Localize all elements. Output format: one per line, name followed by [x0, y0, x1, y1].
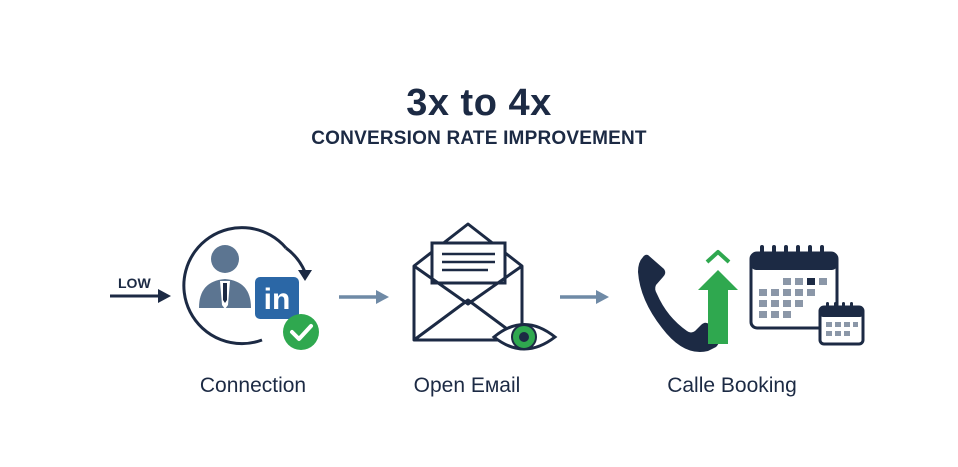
flow-arrow-2 — [560, 290, 609, 304]
linkedin-logo-text: in — [264, 283, 291, 316]
flow-arrow-1 — [339, 290, 389, 304]
subheadline: CONVERSION RATE IMPROVEMENT — [311, 128, 647, 149]
small-calendar-icon — [818, 302, 865, 346]
open-email-eye-icon — [412, 222, 558, 351]
linkedin-connection-icon: in — [182, 226, 319, 350]
stage-label-call-booking: Calle Booking — [667, 374, 797, 397]
headline: 3x to 4x — [406, 82, 552, 124]
start-arrow — [110, 289, 171, 303]
phone-icon — [638, 254, 720, 353]
stage-label-connection: Connection — [199, 374, 307, 397]
start-label: LOW — [118, 275, 151, 291]
phone-calendar-booking-icon — [638, 245, 865, 353]
calendar-icon — [749, 245, 839, 330]
growth-arrow-icon — [698, 250, 738, 344]
stage-label-open-email: Open Eмail — [413, 374, 521, 397]
